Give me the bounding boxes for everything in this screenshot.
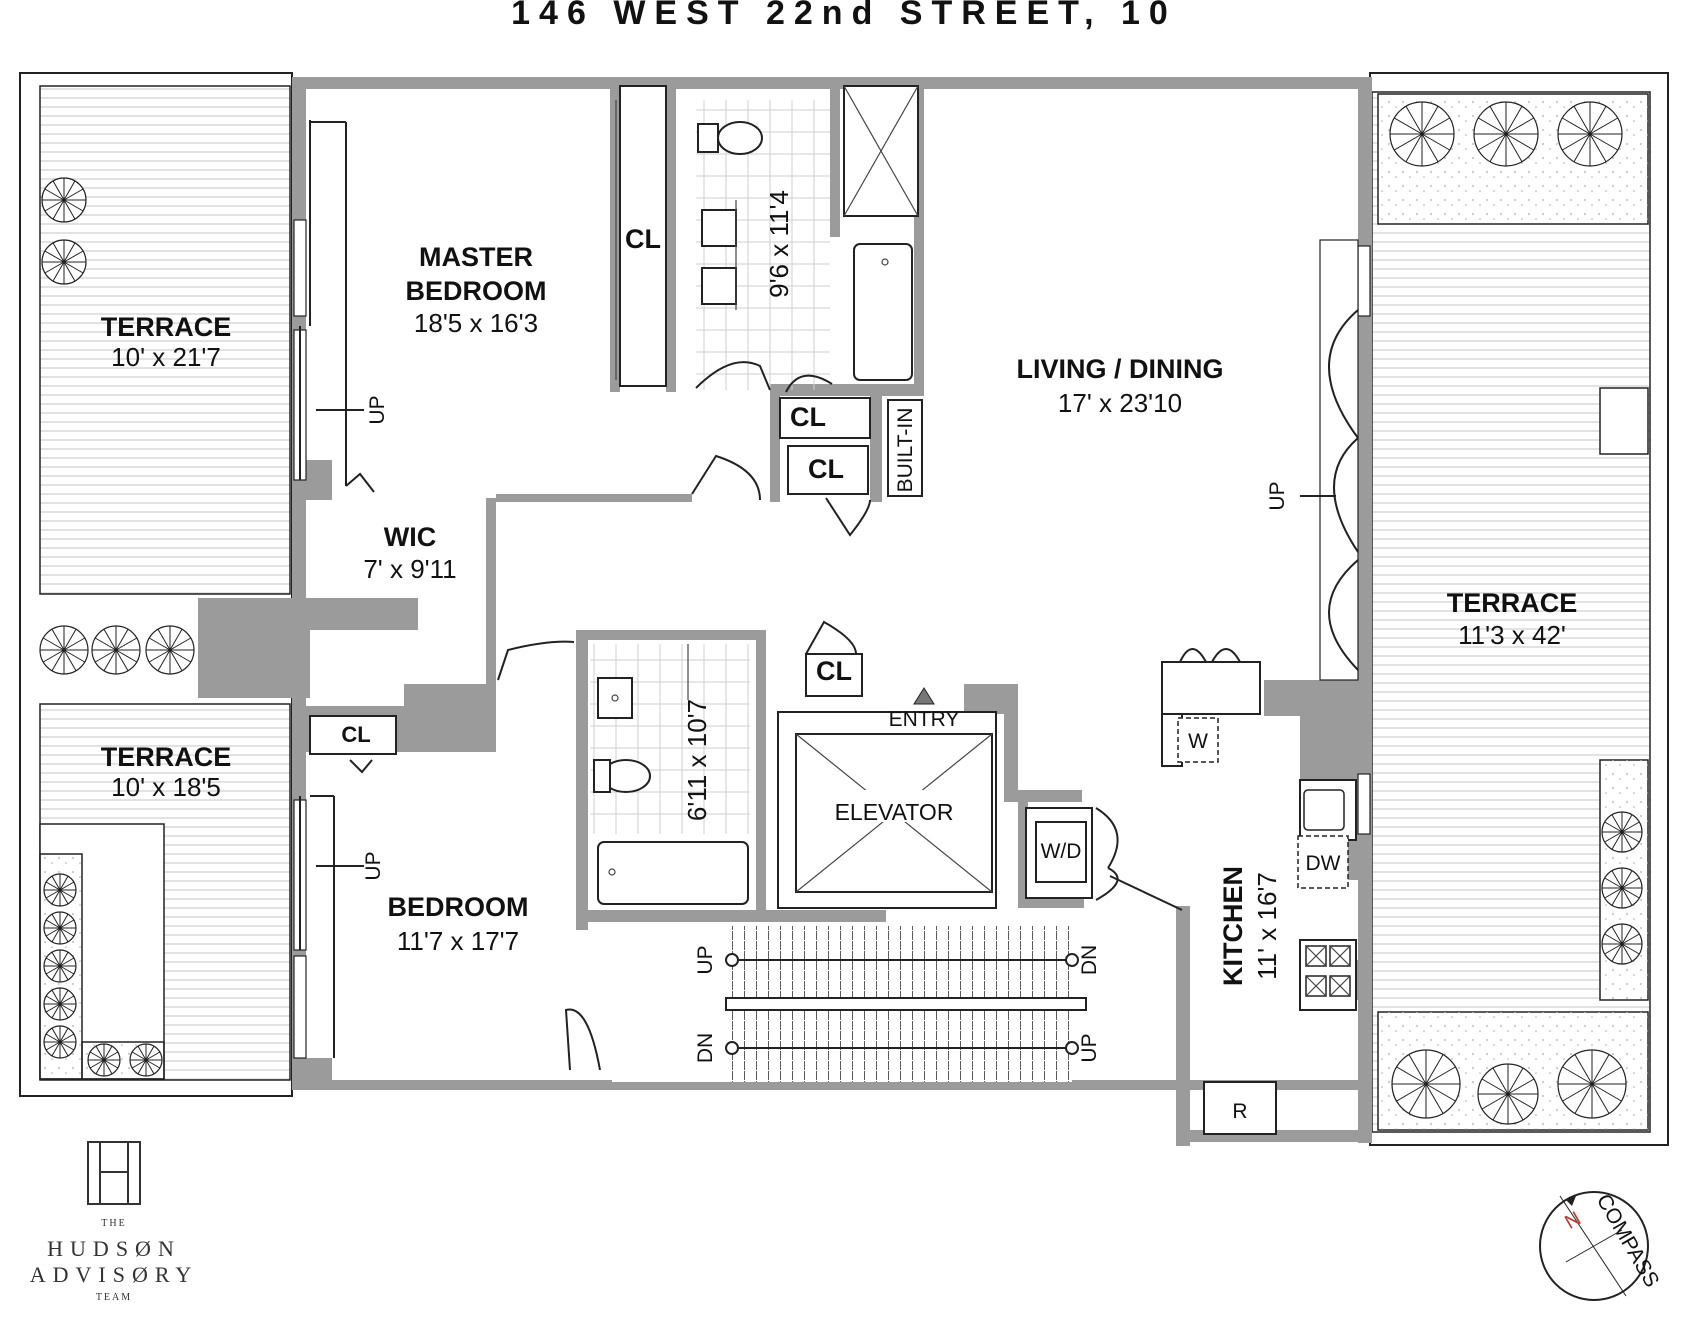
wic-name: WIC bbox=[384, 522, 436, 552]
stair-dn-1: DN bbox=[1078, 945, 1101, 975]
shrub-icon bbox=[39, 625, 89, 675]
kitchen-fixtures bbox=[1161, 648, 1357, 1135]
brand-line2: ADVISØRY bbox=[30, 1262, 198, 1287]
shrub-icon bbox=[1473, 101, 1539, 167]
brand-line1: HUDSØN bbox=[47, 1236, 181, 1261]
elevator-label: ELEVATOR bbox=[835, 799, 954, 825]
terrace-top-left-dims: 10' x 21'7 bbox=[111, 342, 221, 372]
bedroom-dims: 11'7 x 17'7 bbox=[397, 926, 519, 956]
shrub-icon bbox=[1557, 1049, 1627, 1119]
shrub-icon bbox=[43, 949, 77, 983]
brand-the: THE bbox=[101, 1218, 126, 1229]
walls bbox=[198, 77, 1372, 1146]
stair-dn-2: DN bbox=[694, 1033, 717, 1063]
built-in-label: BUILT-IN bbox=[894, 408, 917, 493]
stair-up-1: UP bbox=[694, 945, 717, 974]
terrace-bottom-left-dims: 10' x 18'5 bbox=[111, 772, 221, 802]
bedroom-name: BEDROOM bbox=[388, 892, 529, 922]
shrub-icon bbox=[1389, 101, 1455, 167]
shrub-icon bbox=[87, 1043, 121, 1077]
brand-team: TEAM bbox=[96, 1292, 132, 1303]
shrub-icon bbox=[1601, 923, 1643, 965]
bath-2-dims: 6'11 x 10'7 bbox=[682, 699, 712, 821]
master-closet-label: CL bbox=[625, 224, 661, 254]
master-bath-fixtures bbox=[696, 85, 919, 390]
living-dining-name: LIVING / DINING bbox=[1016, 354, 1223, 384]
wd-closet bbox=[1025, 807, 1093, 899]
entry-closet-label: CL bbox=[816, 656, 852, 686]
shrub-icon bbox=[1557, 101, 1623, 167]
stair-arrows: UP UP UP UP DN DN UP bbox=[316, 395, 1336, 1063]
master-closet bbox=[615, 85, 667, 387]
dishwasher-label: DW bbox=[1306, 852, 1341, 875]
brand-logo: THE HUDSØN ADVISØRY TEAM bbox=[30, 1141, 198, 1303]
master-bath-dims: 9'6 x 11'4 bbox=[764, 190, 794, 298]
planter-shrubs bbox=[39, 101, 1643, 1125]
terrace-doors bbox=[299, 120, 1359, 1058]
stair-up-2: UP bbox=[1078, 1033, 1101, 1062]
living-dining-dims: 17' x 23'10 bbox=[1058, 388, 1182, 418]
shrub-icon bbox=[145, 625, 195, 675]
shrub-icon bbox=[1477, 1063, 1539, 1125]
wic-dims: 7' x 9'11 bbox=[363, 554, 456, 584]
terrace-bottom-left-name: TERRACE bbox=[101, 742, 232, 772]
hall-closet-1-label: CL bbox=[790, 402, 826, 432]
bedroom-closet-label: CL bbox=[341, 722, 370, 747]
master-bedroom-dims: 18'5 x 16'3 bbox=[414, 308, 538, 338]
shrub-icon bbox=[129, 1043, 163, 1077]
kitchen-dims: 11' x 16'7 bbox=[1252, 872, 1282, 980]
terrace-right-dims: 11'3 x 42' bbox=[1458, 620, 1566, 650]
shrub-icon bbox=[43, 873, 77, 907]
shrub-icon bbox=[41, 177, 87, 223]
entry-marker-icon bbox=[913, 687, 935, 705]
terrace-top-left-name: TERRACE bbox=[101, 312, 232, 342]
elevator bbox=[777, 687, 997, 909]
shrub-icon bbox=[1391, 1049, 1461, 1119]
hall-closet-2-label: CL bbox=[808, 454, 844, 484]
up-label-master: UP bbox=[366, 395, 389, 424]
shrub-icon bbox=[41, 239, 87, 285]
shrub-icon bbox=[43, 911, 77, 945]
entry-label: ENTRY bbox=[889, 708, 960, 731]
stairwell bbox=[612, 922, 1087, 1082]
shrub-icon bbox=[43, 1025, 77, 1059]
kitchen-name: KITCHEN bbox=[1218, 866, 1248, 986]
refrigerator-label: R bbox=[1232, 1100, 1247, 1123]
room-labels: TERRACE 10' x 21'7 MASTER BEDROOM 18'5 x… bbox=[101, 190, 1578, 1123]
terrace-right-name: TERRACE bbox=[1447, 588, 1578, 618]
hall-closets bbox=[309, 397, 923, 755]
bath-2-fixtures bbox=[590, 644, 750, 905]
shrub-icon bbox=[1601, 811, 1643, 853]
master-bedroom-name-2: BEDROOM bbox=[406, 276, 547, 306]
master-bedroom-name-1: MASTER bbox=[419, 242, 533, 272]
shrub-icon bbox=[1601, 867, 1643, 909]
plan-title: 146 WEST 22nd STREET, 10 bbox=[511, 0, 1177, 32]
up-label-living: UP bbox=[1266, 481, 1289, 510]
shrub-icon bbox=[91, 625, 141, 675]
shrub-icon bbox=[43, 987, 77, 1021]
washer-label: W bbox=[1188, 730, 1208, 753]
up-label-bedroom: UP bbox=[362, 851, 385, 880]
compass-icon: N COMPASS bbox=[1539, 1190, 1663, 1301]
door-swings bbox=[345, 361, 1183, 1071]
wd-label: W/D bbox=[1041, 840, 1082, 863]
